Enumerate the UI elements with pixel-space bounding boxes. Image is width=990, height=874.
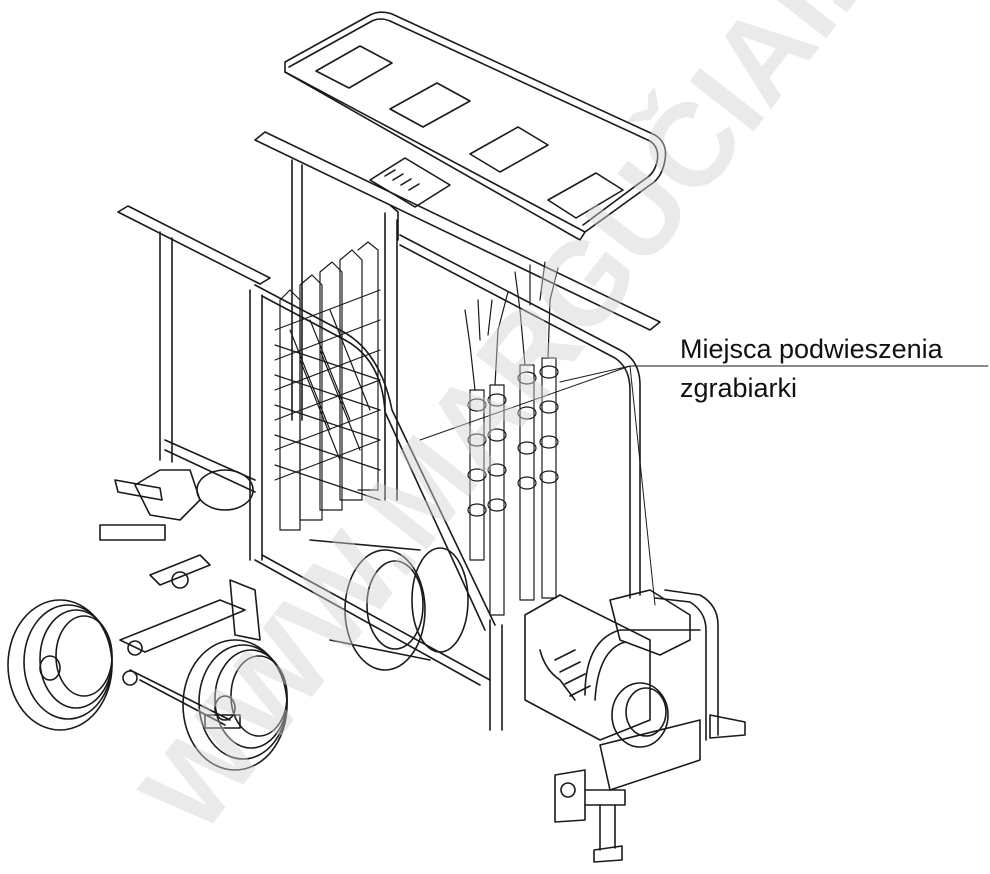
callout-leaders: [419, 365, 989, 606]
left-gearbox: [99, 439, 256, 589]
wheel-left: [7, 599, 113, 731]
rotor-drum: [309, 539, 469, 671]
canopy-bracket: [369, 157, 451, 241]
wheel-axle: [119, 579, 261, 729]
canopy: [284, 11, 667, 241]
wheel-right: [182, 639, 288, 771]
rear-frame: [117, 131, 661, 501]
main-frame: [249, 234, 641, 731]
callout-label-line2: zgrabiarki: [680, 373, 798, 403]
callout-label-line1: Miejsca podwieszenia: [680, 334, 943, 364]
parking-stand: [554, 769, 626, 863]
rotor-right: [464, 261, 559, 616]
rotor-left: [274, 241, 381, 531]
headstock: [524, 589, 746, 791]
